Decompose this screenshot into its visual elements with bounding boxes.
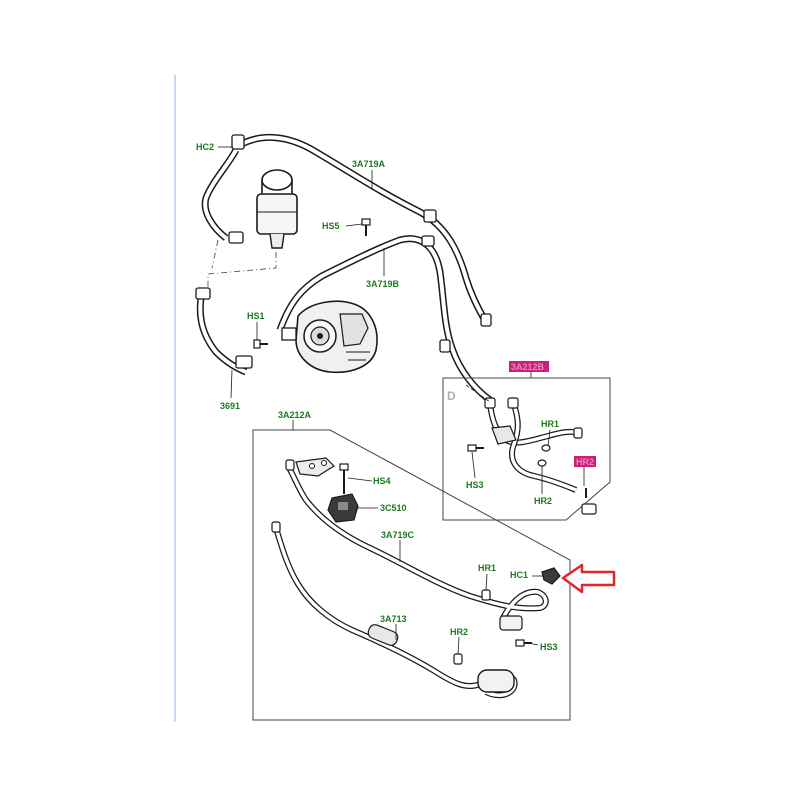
highlight-hr2-detail <box>574 456 596 467</box>
label-hr2-detail: HR2 <box>534 496 552 506</box>
label-hs1: HS1 <box>247 311 265 321</box>
fluid-reservoir <box>256 169 298 249</box>
label-3a719b: 3A719B <box>366 279 400 289</box>
label-3a719c: 3A719C <box>381 530 415 540</box>
bolt-hs4 <box>339 463 349 494</box>
label-hr1-lower: HR1 <box>478 563 496 573</box>
leader-lines-upper <box>218 146 532 399</box>
pipe-3a719c <box>285 464 549 622</box>
hose-clip <box>195 287 211 300</box>
label-hc2: HC2 <box>196 142 214 152</box>
label-hr2-detail-highlight: HR2 <box>576 457 594 467</box>
hose-clip <box>235 355 253 369</box>
label-hr1-detail: HR1 <box>541 419 559 429</box>
label-3a212a: 3A212A <box>278 410 312 420</box>
detail-letter: D <box>447 389 456 403</box>
label-hs5: HS5 <box>322 221 340 231</box>
detail-box-d: D 3A212B HR1 HR2 HS3 HR2 <box>442 361 611 521</box>
label-hs3-lower: HS3 <box>540 642 558 652</box>
leader-lines-detail <box>465 384 585 494</box>
hose-clip <box>228 231 244 244</box>
label-3a719a: 3A719A <box>352 159 386 169</box>
label-3691: 3691 <box>220 401 240 411</box>
label-hs3-detail: HS3 <box>466 480 484 490</box>
bolt-hs1 <box>253 339 268 349</box>
connection-line <box>207 252 277 290</box>
upper-assembly: HC2 3A719A HS5 3A719B HS1 3691 <box>195 133 532 411</box>
flange-fitting <box>295 457 335 477</box>
label-hr2-lower: HR2 <box>450 627 468 637</box>
label-3a212b: 3A212B <box>511 362 545 372</box>
pipe-3a713 <box>273 527 518 699</box>
highlight-3a212b <box>509 361 549 372</box>
hose-connector <box>231 134 245 150</box>
lower-assembly-box: 3A212A HS4 3C510 3A719C HR1 HC1 3A713 HR… <box>252 410 571 721</box>
left-arrow-outline-icon <box>561 563 616 594</box>
label-hs4: HS4 <box>373 476 391 486</box>
component-3c510 <box>327 493 359 523</box>
bolt-hs5 <box>361 218 371 236</box>
leader-lines-lower <box>292 420 544 655</box>
label-3a713: 3A713 <box>380 614 407 624</box>
power-steering-pump <box>281 300 378 374</box>
label-3c510: 3C510 <box>380 503 407 513</box>
label-hc1: HC1 <box>510 570 528 580</box>
